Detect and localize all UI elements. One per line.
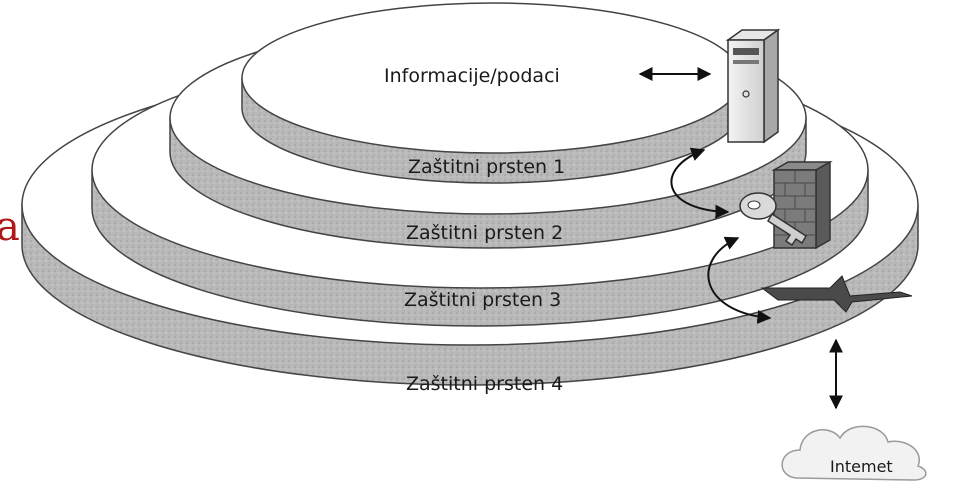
ring-1-label: Zaštitni prsten 1 (408, 156, 565, 178)
internet-label: Intemet (830, 457, 893, 476)
ring-3-label: Zaštitni prsten 3 (404, 289, 561, 311)
edge-fragment: a (0, 204, 20, 250)
ring-2-label: Zaštitni prsten 2 (406, 222, 563, 244)
server-icon (728, 30, 778, 142)
core-label: Informacije/podaci (384, 65, 560, 87)
ring-4-label: Zaštitni prsten 4 (406, 373, 563, 395)
